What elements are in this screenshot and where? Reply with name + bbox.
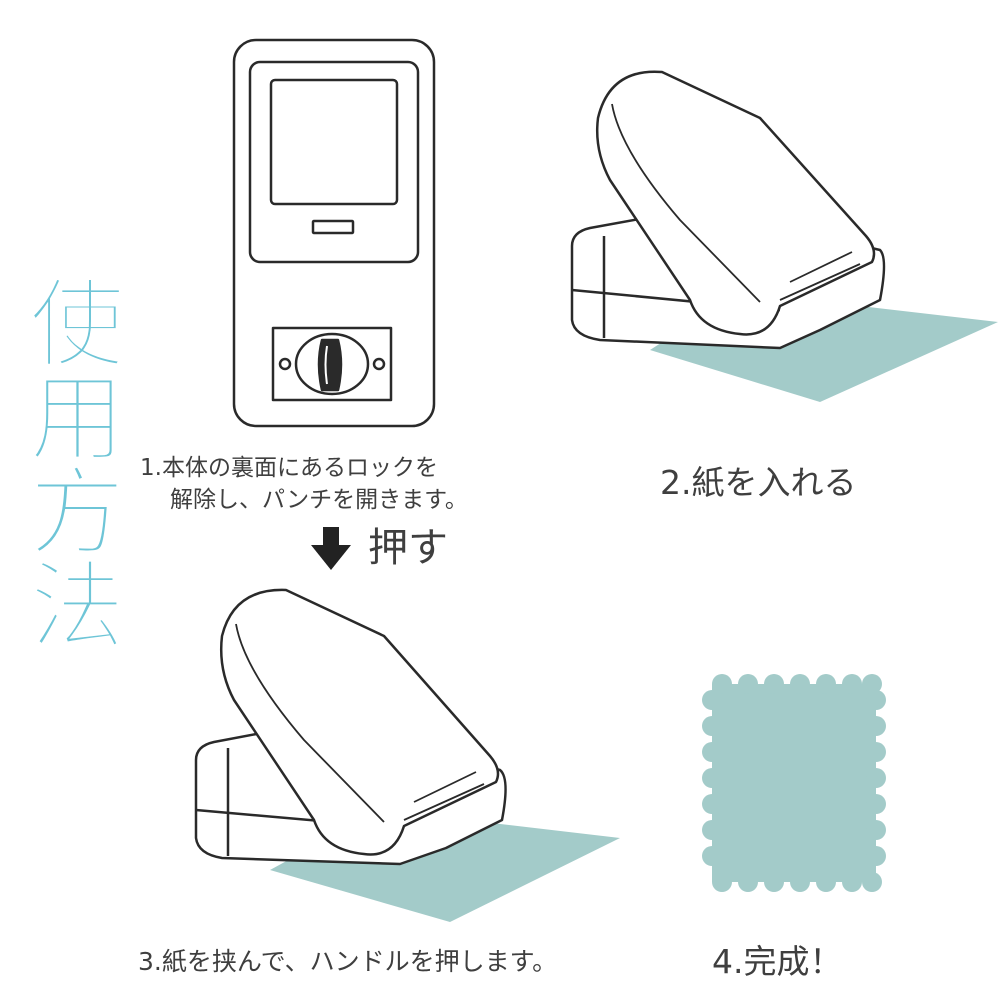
- page-title: 使 用 方 法: [22, 269, 132, 663]
- title-char-3: 方: [28, 457, 126, 569]
- punch-open-with-paper-icon: [570, 70, 998, 402]
- step-4-caption: 4.完成！: [712, 942, 843, 981]
- punch-back-view-icon: [232, 38, 436, 428]
- step-1-caption: 1.本体の裏面にあるロックを 解除し、パンチを開きます。: [140, 452, 468, 516]
- step-1-line-2: 解除し、パンチを開きます。: [170, 487, 468, 513]
- punch-pressed-icon: [194, 588, 620, 922]
- title-char-1: 使: [28, 269, 126, 381]
- step-2-caption: 2.紙を入れる: [660, 463, 857, 502]
- push-label: 押す: [368, 525, 448, 571]
- step-1-line-1: 1.本体の裏面にあるロックを: [140, 455, 438, 481]
- title-char-2: 用: [28, 363, 126, 475]
- step-3-caption: 3.紙を挟んで、ハンドルを押します。: [138, 947, 558, 976]
- stamp-shaped-paper-icon: [702, 674, 886, 892]
- arrow-down-icon: [311, 527, 351, 570]
- title-char-4: 法: [28, 551, 126, 663]
